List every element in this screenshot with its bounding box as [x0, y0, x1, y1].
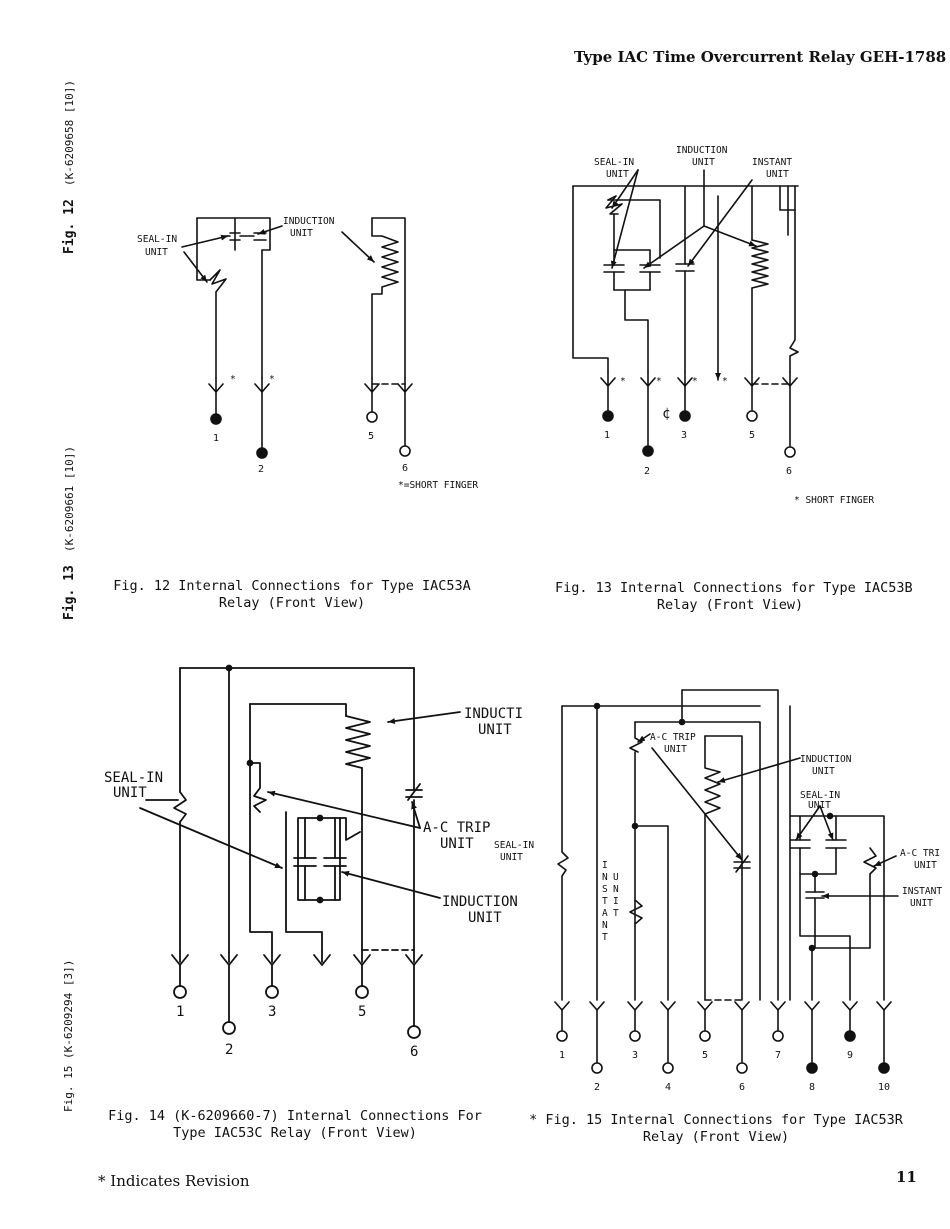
fig14-induction-bottom-unit-label: UNIT [468, 910, 502, 926]
fig12-induction-unit-label: UNIT [290, 228, 313, 239]
fig13-caption: Fig. 13 Internal Connections for Type IA… [555, 580, 913, 614]
fig15-unit-letter-3: I [613, 896, 619, 907]
fig14-induction-bottom-label: INDUCTION [442, 894, 518, 910]
fig14-caption: Fig. 14 (K-6209660-7) Internal Connectio… [105, 1108, 485, 1142]
fig15-unit-letter-4: T [613, 908, 619, 919]
fig14-seal-in-small-label: SEAL-IN [494, 840, 534, 851]
fig13-induction-label: INDUCTION [676, 145, 728, 156]
fig13-note: * SHORT FINGER [794, 495, 874, 506]
fig14-terminal-6: 6 [410, 1044, 418, 1060]
fig15-instant-letter-2: N [602, 872, 608, 883]
fig12-seal-in-label: SEAL-IN [137, 234, 177, 245]
fig15-instant-right-unit-label: UNIT [910, 898, 933, 909]
fig15-terminal-8: 8 [809, 1082, 815, 1093]
fig15-instant-vertical-label: I N S T A N T U N I T [602, 860, 619, 943]
fig13-terminal-2: 2 [644, 466, 650, 477]
page-number: 11 [896, 1168, 917, 1186]
fig13-instant-label: INSTANT [752, 157, 792, 168]
fig15-induction-label: INDUCTION [800, 754, 852, 765]
fig14-caption-line2: Type IAC53C Relay (Front View) [173, 1125, 417, 1141]
fig13-seal-in-unit-label: UNIT [606, 169, 629, 180]
fig12-terminal-6: 6 [402, 463, 408, 474]
fig13-caption-line1: Fig. 13 Internal Connections for Type IA… [555, 580, 913, 596]
fig15-unit-letter-2: N [613, 884, 619, 895]
fig15-ac-trip-right-label: A-C TRI [900, 848, 940, 859]
fig13-star-2: * [656, 376, 662, 387]
fig15-seal-in-unit-label: UNIT [808, 800, 831, 811]
fig14-terminal-3: 3 [268, 1004, 276, 1020]
fig15-ac-trip-top-unit-label: UNIT [664, 744, 687, 755]
fig15-terminal-9: 9 [847, 1050, 853, 1061]
footnote: * Indicates Revision [98, 1172, 250, 1190]
fig15-unit-letter-1: U [613, 872, 619, 883]
fig13-induction-unit-label: UNIT [692, 157, 715, 168]
fig12-terminal-2: 2 [258, 464, 264, 475]
fig12-star-1: * [230, 374, 236, 385]
page-header: Type IAC Time Overcurrent Relay GEH-1788 [574, 48, 947, 66]
fig12-caption-line2: Relay (Front View) [218, 595, 366, 611]
fig15-instant-letter-4: T [602, 896, 608, 907]
fig15-terminal-1: 1 [559, 1050, 565, 1061]
fig14-induction-top-label: INDUCTI [464, 706, 523, 722]
fig12-star-2: * [269, 374, 275, 385]
fig15-instant-letter-7: T [602, 932, 608, 943]
fig13-caption-line2: Relay (Front View) [656, 597, 804, 613]
fig15-terminal-10: 10 [878, 1082, 890, 1093]
fig12-seal-in-unit-label: UNIT [145, 247, 168, 258]
fig12-terminal-1: 1 [213, 433, 219, 444]
fig15-terminal-4: 4 [665, 1082, 671, 1093]
fig15-seal-in-label: SEAL-IN [800, 790, 840, 801]
fig13-diagram [572, 169, 799, 458]
fig14-induction-top-unit-label: UNIT [478, 722, 512, 738]
fig15-terminal-3: 3 [632, 1050, 638, 1061]
fig15-instant-right-label: INSTANT [902, 886, 942, 897]
fig12-terminal-5: 5 [368, 431, 374, 442]
fig12-diagram [181, 217, 413, 459]
fig14-caption-line1: Fig. 14 (K-6209660-7) Internal Connectio… [108, 1108, 482, 1124]
fig14-seal-in-label: SEAL-IN [104, 770, 163, 786]
fig15-instant-letter-6: N [602, 920, 608, 931]
fig13-star-4: * [722, 376, 728, 387]
fig13-centerline: ¢ [662, 406, 670, 422]
fig14-terminal-5: 5 [358, 1004, 366, 1020]
fig15-instant-letter-5: A [602, 908, 608, 919]
fig13-instant-unit-label: UNIT [766, 169, 789, 180]
fig15-terminal-5: 5 [702, 1050, 708, 1061]
fig13-terminal-5: 5 [749, 430, 755, 441]
fig12-induction-label: INDUCTION [283, 216, 335, 227]
fig15-ac-trip-top-label: A-C TRIP [650, 732, 696, 743]
fig15-terminal-2: 2 [594, 1082, 600, 1093]
fig15-ac-trip-right-unit-label: UNIT [914, 860, 937, 871]
fig13-star-1: * [620, 376, 626, 387]
fig13-terminal-6: 6 [786, 466, 792, 477]
fig15-caption-line1: * Fig. 15 Internal Connections for Type … [529, 1112, 903, 1128]
fig14-seal-in-unit-label: UNIT [113, 785, 147, 801]
fig15-instant-letter-1: I [602, 860, 608, 871]
fig12-caption-line1: Fig. 12 Internal Connections for Type IA… [113, 578, 471, 594]
fig15-induction-unit-label: UNIT [812, 766, 835, 777]
fig14-ac-trip-unit-label: UNIT [440, 836, 474, 852]
fig14-terminal-1: 1 [176, 1004, 184, 1020]
fig15-terminal-7: 7 [775, 1050, 781, 1061]
fig15-instant-letter-3: S [602, 884, 608, 895]
fig12-note: *=SHORT FINGER [398, 480, 478, 491]
fig13-terminal-1: 1 [604, 430, 610, 441]
fig14-ac-trip-label: A-C TRIP [423, 820, 490, 836]
fig15-diagram [554, 689, 899, 1074]
fig15-caption-line2: Relay (Front View) [642, 1129, 790, 1145]
fig13-terminal-3: 3 [681, 430, 687, 441]
fig14-diagram [139, 664, 461, 1039]
fig13-seal-in-label: SEAL-IN [594, 157, 634, 168]
fig15-caption: * Fig. 15 Internal Connections for Type … [526, 1112, 906, 1146]
fig15-terminal-6: 6 [739, 1082, 745, 1093]
fig12-caption: Fig. 12 Internal Connections for Type IA… [112, 578, 472, 612]
fig14-seal-in-small-unit-label: UNIT [500, 852, 523, 863]
fig13-star-3: * [692, 376, 698, 387]
fig14-terminal-2: 2 [225, 1042, 233, 1058]
